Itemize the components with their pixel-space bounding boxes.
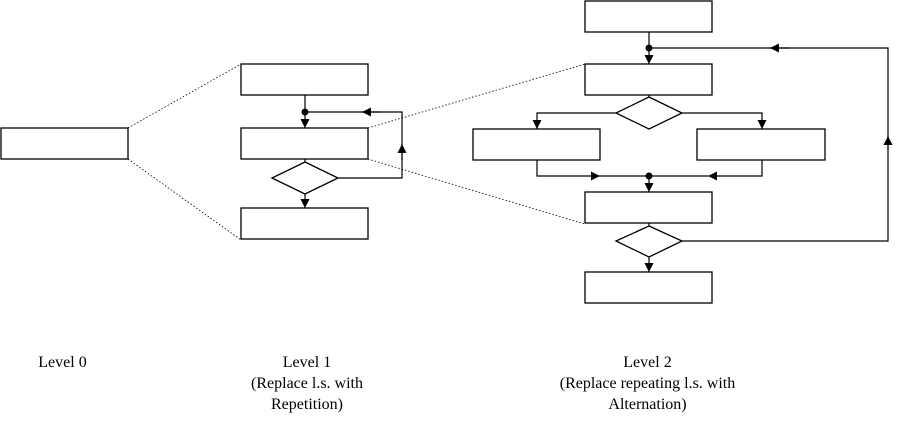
level-0-caption-title: Level 0 [38, 354, 87, 371]
level-0-diagram [0, 127, 129, 160]
level-2-merge-left-path [536, 160, 600, 181]
level-2-loop-back-right [682, 136, 889, 242]
level-2-branch-right-path [682, 112, 767, 129]
level-2-box-left-alternative [472, 128, 601, 161]
level-0-caption: Level 0 [10, 352, 115, 373]
level-2-diagram [472, 0, 893, 304]
level-1-caption-title: Level 1 [282, 354, 332, 371]
level-1-box-middle [240, 127, 369, 160]
level-2-caption-description-line-1: (Replace repeating l.s. with [559, 375, 736, 392]
expansion-lines-0-to-1 [127, 63, 242, 241]
level-2-caption-description-line-2: Alternation) [608, 396, 687, 413]
level-2-caption-title: Level 2 [623, 354, 672, 371]
level-1-decision-diamond [270, 161, 340, 195]
level-2-box-right-alternative [696, 128, 826, 161]
level-1-diagram [240, 63, 407, 240]
level-2-loop-test-diamond [614, 225, 684, 258]
level-2-merge-right-path [708, 160, 763, 181]
level-0-process-box [0, 127, 129, 160]
level-2-caption: Level 2 (Replace repeating l.s. with Alt… [530, 352, 765, 415]
level-2-branch-left-path [532, 112, 616, 129]
level-2-branch-diamond [614, 96, 684, 130]
level-2-box-exit [584, 271, 713, 304]
level-2-box-loop-body [584, 63, 713, 96]
expansion-lines-1-to-2 [367, 63, 586, 225]
level-2-box-top [584, 0, 713, 33]
level-1-box-bottom [240, 207, 369, 240]
level-1-caption-description-line-1: (Replace l.s. with [251, 375, 363, 392]
level-1-box-top [240, 63, 369, 96]
level-2-loop-back-top [770, 47, 889, 136]
level-2-box-after-merge [584, 191, 713, 224]
level-1-caption: Level 1 (Replace l.s. with Repetition) [222, 352, 392, 415]
level-1-caption-description-line-2: Repetition) [271, 396, 343, 413]
